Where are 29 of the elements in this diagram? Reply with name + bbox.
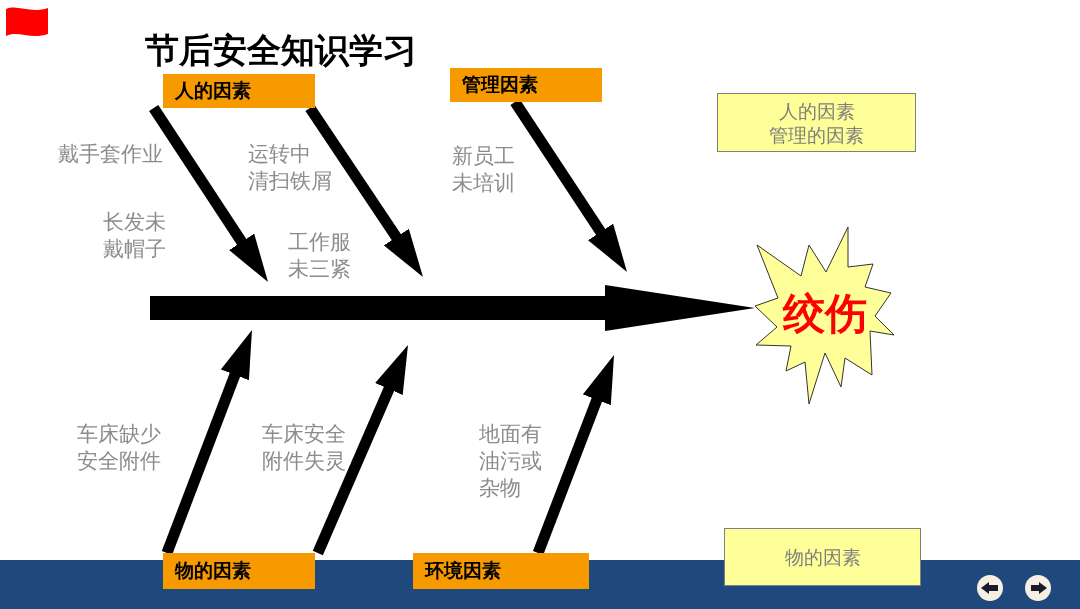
category-label: 管理因素 (462, 72, 538, 97)
cause-label: 车床缺少安全附件 (77, 421, 161, 475)
cause-label: 戴手套作业 (58, 141, 163, 168)
title: 节后安全知识学习 (145, 29, 417, 72)
category-box (163, 74, 315, 108)
category-box (413, 553, 589, 589)
cause-label: 地面有油污或杂物 (479, 421, 542, 502)
result-text: 绞伤 (781, 289, 868, 339)
arrow (149, 104, 268, 282)
arrow (532, 355, 614, 555)
cause-label: 运转中清扫铁屑 (248, 141, 332, 195)
main-arrow (150, 285, 755, 331)
note-box (717, 93, 916, 152)
cause-label: 工作服未三紧 (288, 229, 351, 283)
starburst-shape (755, 227, 895, 405)
cause-label: 新员工未培训 (452, 143, 515, 197)
category-label: 环境因素 (425, 558, 501, 583)
note-text: 人的因素 (778, 98, 855, 123)
category-label: 物的因素 (175, 558, 251, 583)
arrow (312, 345, 408, 556)
category-label: 人的因素 (175, 78, 251, 103)
note-box (724, 528, 921, 586)
cause-label: 长发未戴帽子 (103, 209, 166, 263)
category-box (450, 68, 602, 102)
note-text: 物的因素 (784, 545, 861, 569)
cause-label: 车床安全附件失灵 (262, 421, 346, 475)
arrow (161, 330, 252, 555)
note-text: 管理的因素 (769, 122, 864, 147)
category-box (163, 553, 315, 589)
